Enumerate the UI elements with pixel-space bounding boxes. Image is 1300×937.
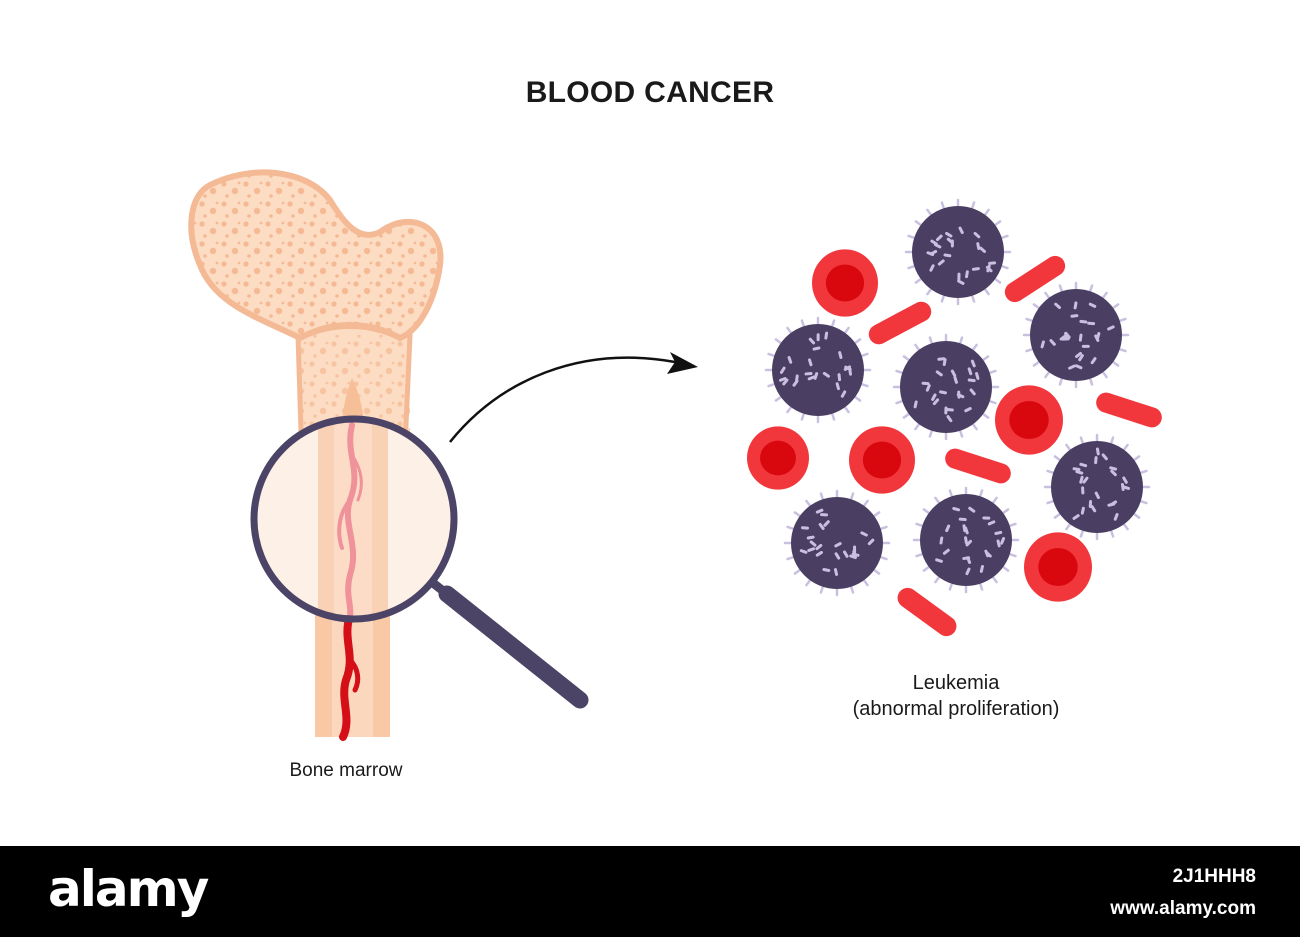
- red-blood-cell-side: [945, 448, 1011, 484]
- red-blood-cell-side: [897, 587, 957, 637]
- blood-cells-cluster: [747, 198, 1162, 637]
- red-blood-cell: [1024, 532, 1092, 602]
- leukemia-title: Leukemia: [912, 672, 1000, 694]
- white-blood-cell: [912, 486, 1020, 594]
- white-blood-cell: [1022, 281, 1130, 389]
- red-blood-cell: [849, 426, 915, 494]
- bone-marrow-label: Bone marrow: [289, 760, 403, 781]
- white-blood-cell: [783, 489, 891, 597]
- white-blood-cell: [892, 333, 1000, 441]
- arrow-icon: [449, 352, 698, 443]
- image-id: 2J1HHH8: [1172, 866, 1256, 887]
- red-blood-cell: [812, 249, 878, 317]
- magnifying-glass-icon: [250, 415, 589, 709]
- page-title: BLOOD CANCER: [525, 76, 775, 109]
- red-blood-cell-side: [1004, 255, 1066, 303]
- red-blood-cell-side: [868, 301, 932, 345]
- red-blood-cell-side: [1096, 392, 1162, 428]
- white-blood-cell: [764, 316, 872, 424]
- site-url: www.alamy.com: [1110, 898, 1256, 919]
- white-blood-cell: [904, 198, 1012, 306]
- blood-cancer-diagram: [188, 169, 1162, 741]
- magnified-view: [256, 421, 452, 617]
- red-blood-cell: [747, 426, 809, 490]
- brand-logo: alamy: [48, 860, 209, 918]
- red-blood-cell: [995, 385, 1063, 455]
- blood-vessel: [339, 611, 354, 741]
- white-blood-cell: [1043, 433, 1151, 541]
- leukemia-label: Leukemia (abnormal proliferation): [806, 670, 1106, 722]
- watermark-footer: alamy 2J1HHH8 www.alamy.com: [0, 846, 1300, 937]
- leukemia-subtitle: (abnormal proliferation): [852, 698, 1060, 720]
